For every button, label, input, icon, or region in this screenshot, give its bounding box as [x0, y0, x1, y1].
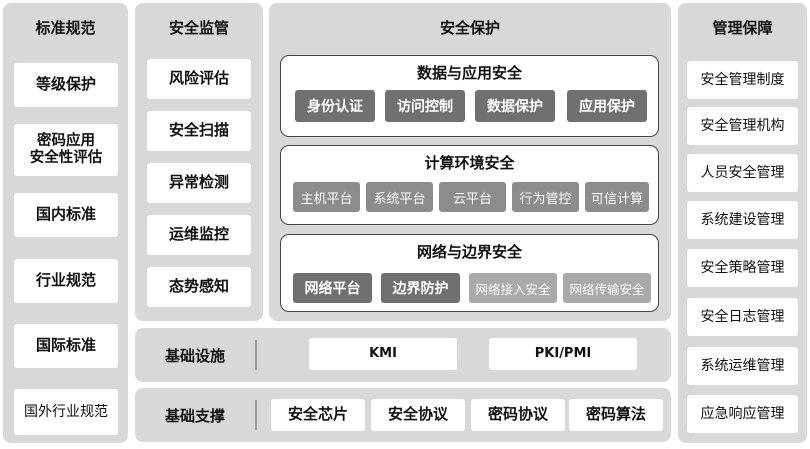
management-item-personnel: 人员安全管理: [687, 154, 798, 192]
management-panel: 管理保障 安全管理制度 安全管理机构 人员安全管理 系统建设管理 安全策略管理 …: [678, 3, 807, 443]
chip-identity-auth: 身份认证: [295, 90, 375, 122]
monitoring-item-ops: 运维监控: [147, 215, 251, 255]
chip-app-protection: 应用保护: [567, 90, 647, 122]
support-panel: 基础支撑 安全芯片 安全协议 密码协议 密码算法: [135, 388, 671, 442]
infrastructure-panel: 基础设施 KMI PKI/PMI: [135, 328, 671, 382]
support-label: 基础支撑: [165, 406, 226, 425]
chip-network-transmission-security: 网络传输安全: [563, 273, 651, 303]
chip-behavior-control: 行为管控: [512, 182, 579, 212]
standards-item-level-protection: 等级保护: [14, 63, 118, 107]
network-boundary-security-group: 网络与边界安全 网络平台 边界防护 网络接入安全 网络传输安全: [280, 234, 659, 312]
management-item-organization: 安全管理机构: [687, 107, 798, 145]
management-title: 管理保障: [712, 19, 773, 37]
support-item-crypto-algorithm: 密码算法: [569, 399, 663, 431]
management-item-strategy: 安全策略管理: [687, 249, 798, 287]
support-item-security-chip: 安全芯片: [271, 399, 365, 431]
management-item-log: 安全日志管理: [687, 298, 798, 336]
chip-boundary-defense: 边界防护: [381, 273, 460, 303]
chip-cloud-platform: 云平台: [439, 182, 506, 212]
chip-trusted-computing: 可信计算: [585, 182, 649, 212]
monitoring-title: 安全监管: [168, 19, 229, 37]
standards-item-industry: 行业规范: [14, 259, 118, 303]
compute-env-security-group: 计算环境安全 主机平台 系统平台 云平台 行为管控 可信计算: [280, 145, 659, 225]
data-app-security-group: 数据与应用安全 身份认证 访问控制 数据保护 应用保护: [280, 55, 659, 137]
management-item-construction: 系统建设管理: [687, 201, 798, 239]
chip-host-platform: 主机平台: [293, 182, 360, 212]
monitoring-panel: 安全监管 风险评估 安全扫描 异常检测 运维监控 态势感知: [135, 3, 263, 321]
monitoring-item-risk: 风险评估: [147, 59, 251, 99]
chip-network-platform: 网络平台: [293, 273, 372, 303]
support-divider: [255, 400, 257, 430]
infra-item-pki-pmi: PKI/PMI: [489, 338, 637, 370]
standards-item-crypto-assessment: 密码应用 安全性评估: [14, 124, 118, 176]
support-item-crypto-protocol: 密码协议: [471, 399, 565, 431]
infra-item-kmi: KMI: [309, 338, 457, 370]
chip-access-control: 访问控制: [385, 90, 465, 122]
monitoring-item-anomaly: 异常检测: [147, 163, 251, 203]
monitoring-item-situation: 态势感知: [147, 267, 251, 307]
chip-data-protection: 数据保护: [475, 90, 555, 122]
standards-item-domestic: 国内标准: [14, 193, 118, 237]
standards-item-foreign-industry: 国外行业规范: [14, 389, 118, 435]
chip-system-platform: 系统平台: [366, 182, 433, 212]
protection-title: 安全保护: [439, 19, 500, 37]
standards-panel: 标准规范 等级保护 密码应用 安全性评估 国内标准 行业规范 国际标准 国外行业…: [3, 3, 128, 443]
protection-panel: 安全保护 数据与应用安全 身份认证 访问控制 数据保护 应用保护 计算环境安全 …: [269, 3, 671, 321]
management-item-policy-system: 安全管理制度: [687, 61, 798, 99]
chip-network-access-security: 网络接入安全: [469, 273, 557, 303]
standards-item-international: 国际标准: [14, 324, 118, 368]
management-item-operations: 系统运维管理: [687, 347, 798, 385]
monitoring-item-scan: 安全扫描: [147, 111, 251, 151]
data-app-security-title: 数据与应用安全: [416, 64, 522, 82]
network-boundary-security-title: 网络与边界安全: [416, 243, 522, 261]
standards-title: 标准规范: [35, 19, 96, 37]
infrastructure-label: 基础设施: [165, 346, 226, 365]
management-item-emergency: 应急响应管理: [687, 395, 798, 433]
infrastructure-divider: [255, 340, 257, 370]
compute-env-security-title: 计算环境安全: [424, 154, 515, 172]
support-item-security-protocol: 安全协议: [371, 399, 465, 431]
